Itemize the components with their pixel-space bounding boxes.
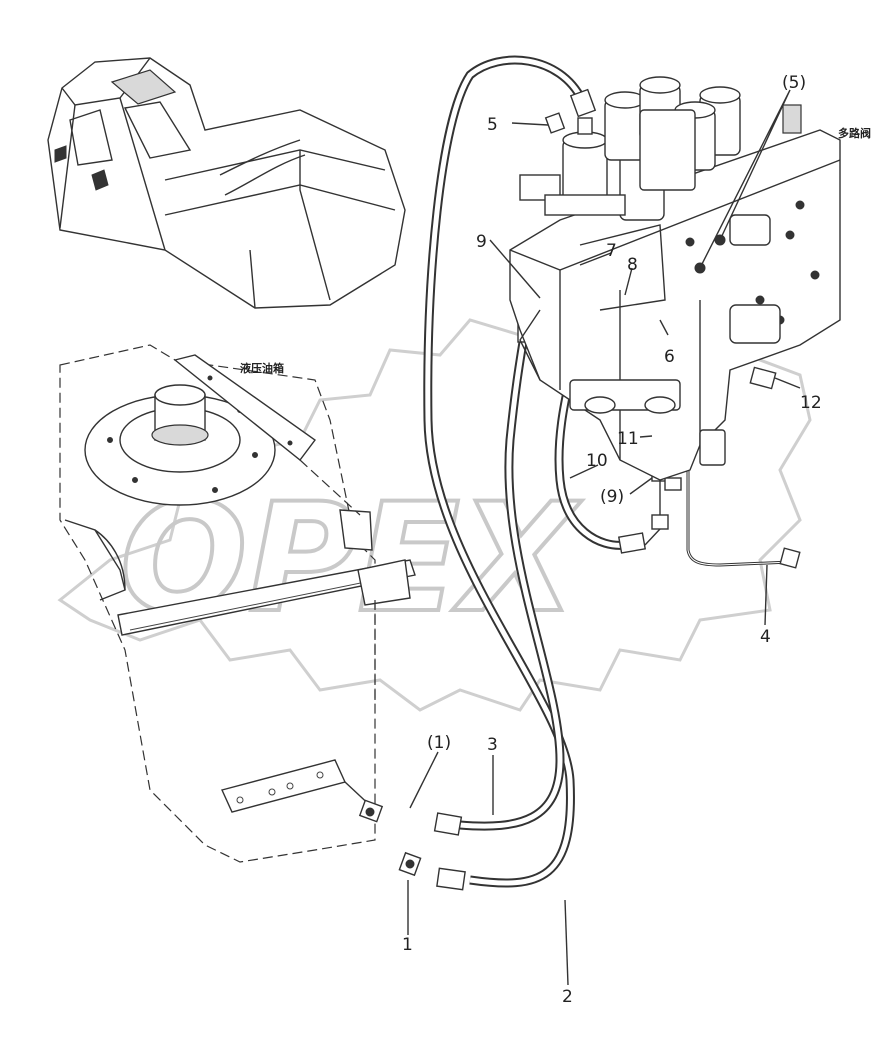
excavator-overview — [47, 57, 406, 309]
callout-1-paren: (1) — [427, 733, 451, 753]
callout-4: 4 — [760, 627, 771, 647]
callout-5: 5 — [487, 115, 498, 135]
hoses — [423, 55, 791, 888]
callout-3: 3 — [487, 735, 498, 755]
callout-7: 7 — [606, 241, 617, 261]
callout-12: 12 — [800, 393, 822, 413]
callout-1: 1 — [402, 935, 413, 955]
label-hydraulic-tank: 液压油箱 — [240, 361, 284, 375]
leader-lines — [407, 89, 801, 986]
hydraulic-tank — [59, 344, 416, 863]
multi-way-valve — [509, 76, 841, 481]
callout-8: 8 — [627, 255, 638, 275]
solenoids — [519, 76, 802, 221]
watermark-gear — [57, 308, 812, 712]
callout-5-paren: (5) — [782, 73, 806, 93]
label-multi-way-valve: 多路阀 — [838, 126, 871, 140]
callout-11: 11 — [617, 429, 639, 449]
callout-2: 2 — [562, 987, 573, 1007]
callout-6: 6 — [664, 347, 675, 367]
callout-9-paren: (9) — [600, 487, 624, 507]
callout-10: 10 — [586, 451, 608, 471]
callout-9: 9 — [476, 232, 487, 252]
callout-labels: 1 2 3 4 5 6 7 8 9 10 11 12 (1) (5) (9) 液… — [240, 73, 871, 1007]
